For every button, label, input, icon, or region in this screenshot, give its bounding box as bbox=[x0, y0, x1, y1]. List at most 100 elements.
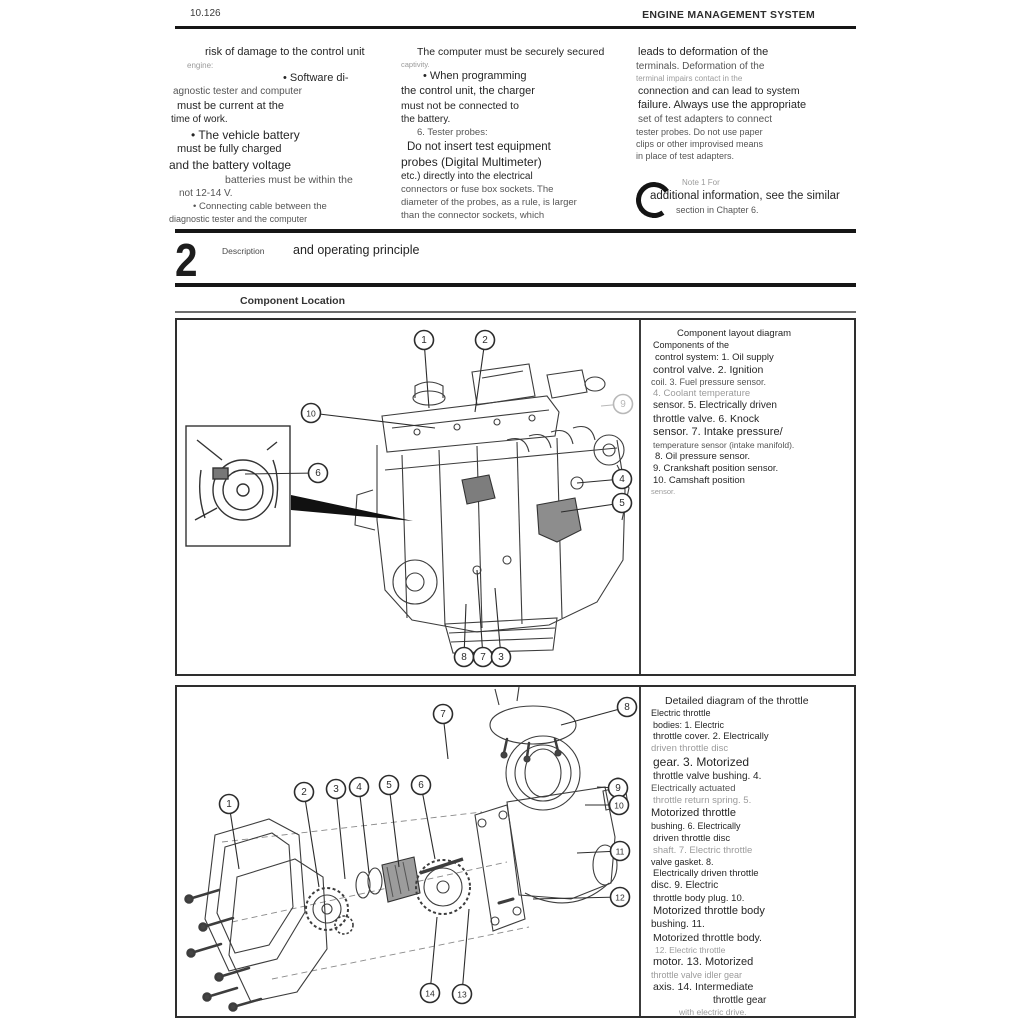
callout-11: 11 bbox=[576, 840, 631, 862]
svg-text:8: 8 bbox=[624, 702, 630, 713]
text-line: probes (Digital Multimeter) bbox=[401, 154, 542, 169]
text-line: bushing. 11. bbox=[651, 919, 705, 931]
svg-text:2: 2 bbox=[301, 787, 307, 798]
svg-text:1: 1 bbox=[421, 335, 427, 346]
note-block: Note 1 For additional information, see t… bbox=[633, 178, 872, 222]
callout-8: 8 bbox=[453, 603, 475, 668]
text-line: Component layout diagram bbox=[677, 328, 792, 339]
text-line: • The vehicle battery bbox=[191, 127, 300, 142]
pointer-arrow bbox=[291, 495, 413, 521]
svg-text:4: 4 bbox=[619, 474, 625, 485]
text-line: disc. 9. Electric bbox=[651, 880, 719, 892]
callout-2: 2 bbox=[293, 781, 320, 888]
svg-text:3: 3 bbox=[333, 784, 339, 795]
text-line: the control unit, the charger bbox=[401, 84, 535, 97]
callout-7: 7 bbox=[472, 569, 494, 668]
callout-8: 8 bbox=[560, 696, 638, 726]
text-line: leads to deformation of the bbox=[638, 46, 769, 58]
text-line: not 12-14 V. bbox=[179, 187, 233, 199]
text-line: gear. 3. Motorized bbox=[653, 755, 750, 770]
callout-4: 4 bbox=[576, 468, 633, 490]
svg-text:10: 10 bbox=[614, 801, 624, 811]
text-line: batteries must be within the bbox=[225, 173, 353, 186]
text-line: etc.) directly into the electrical bbox=[401, 170, 533, 182]
text-line: 8. Oil pressure sensor. bbox=[655, 451, 751, 463]
text-line: must be fully charged bbox=[177, 143, 282, 156]
text-line: 12. Electric throttle bbox=[655, 945, 726, 956]
figure1-divider bbox=[639, 320, 641, 674]
text-line: Components of the bbox=[653, 340, 730, 351]
svg-text:11: 11 bbox=[616, 847, 625, 857]
callout-10: 10 bbox=[585, 794, 630, 816]
assembly-axis-lines bbox=[221, 811, 530, 980]
callout-6: 6 bbox=[244, 462, 329, 484]
note-ring-icon bbox=[633, 179, 675, 222]
text-line: • Software di- bbox=[283, 71, 349, 84]
text-line: temperature sensor (intake manifold). bbox=[653, 440, 795, 451]
cover-screws bbox=[184, 888, 263, 1012]
text-line: terminal impairs contact in the bbox=[636, 74, 743, 84]
callout-12: 12 bbox=[532, 886, 631, 908]
text-line: axis. 14. Intermediate bbox=[653, 981, 754, 994]
svg-text:7: 7 bbox=[480, 652, 486, 663]
text-line: bodies: 1. Electric bbox=[653, 719, 725, 730]
callout-3: 3 bbox=[325, 778, 347, 880]
text-line: 9. Crankshaft position sensor. bbox=[653, 463, 779, 475]
text-line: 10. Camshaft position bbox=[653, 475, 745, 487]
text-line: motor. 13. Motorized bbox=[653, 955, 754, 968]
svg-text:3: 3 bbox=[498, 652, 504, 663]
text-line: diagnostic tester and the computer bbox=[169, 214, 308, 225]
text-line: captivity. bbox=[401, 60, 430, 70]
engine-line-art bbox=[354, 363, 630, 654]
callout-2: 2 bbox=[474, 329, 496, 413]
section-title: and operating principle bbox=[293, 243, 420, 257]
text-line: than the connector sockets, which bbox=[401, 209, 545, 221]
text-line: 6. Tester probes: bbox=[417, 126, 488, 138]
callout-1: 1 bbox=[413, 329, 435, 409]
text-line: valve gasket. 8. bbox=[651, 856, 714, 867]
text-line: tester probes. Do not use paper bbox=[636, 126, 763, 137]
text-line: set of test adapters to connect bbox=[638, 113, 772, 125]
note-line: section in Chapter 6. bbox=[676, 204, 759, 215]
text-line: coil. 3. Fuel pressure sensor. bbox=[651, 376, 767, 387]
text-line: engine: bbox=[187, 60, 214, 70]
text-line: connection and can lead to system bbox=[638, 84, 800, 97]
callout-9: 9 bbox=[600, 393, 634, 415]
text-line: throttle valve. 6. Knock bbox=[653, 413, 760, 426]
subsection-title: Component Location bbox=[240, 295, 345, 307]
text-line: control system: 1. Oil supply bbox=[655, 351, 774, 363]
text-line: throttle return spring. 5. bbox=[653, 795, 752, 807]
svg-text:9: 9 bbox=[620, 399, 626, 410]
callout-4: 4 bbox=[348, 776, 370, 874]
text-line: 4. Coolant temperature bbox=[653, 388, 751, 400]
callout-10: 10 bbox=[300, 402, 436, 429]
callout-1: 1 bbox=[218, 793, 240, 870]
text-line: connectors or fuse box sockets. The bbox=[401, 184, 554, 196]
callout-6: 6 bbox=[410, 774, 436, 860]
text-line: throttle gear bbox=[713, 994, 767, 1006]
figure2-divider bbox=[639, 687, 641, 1016]
svg-text:5: 5 bbox=[619, 498, 625, 509]
text-line: throttle valve idler gear bbox=[651, 969, 743, 980]
svg-text:8: 8 bbox=[461, 652, 467, 663]
inset-detail bbox=[185, 425, 291, 547]
svg-text:13: 13 bbox=[457, 990, 467, 1000]
callout-14: 14 bbox=[419, 916, 441, 1004]
callout-5: 5 bbox=[560, 492, 633, 514]
subsection-rule bbox=[175, 311, 856, 313]
page-number: 10.126 bbox=[190, 8, 221, 19]
text-line: Motorized throttle body bbox=[653, 905, 765, 918]
callout-7: 7 bbox=[432, 703, 454, 760]
text-line: must be current at the bbox=[177, 99, 284, 112]
throttle-line-art bbox=[184, 687, 629, 1012]
text-line: time of work. bbox=[171, 114, 228, 126]
page-title: ENGINE MANAGEMENT SYSTEM bbox=[642, 9, 815, 21]
